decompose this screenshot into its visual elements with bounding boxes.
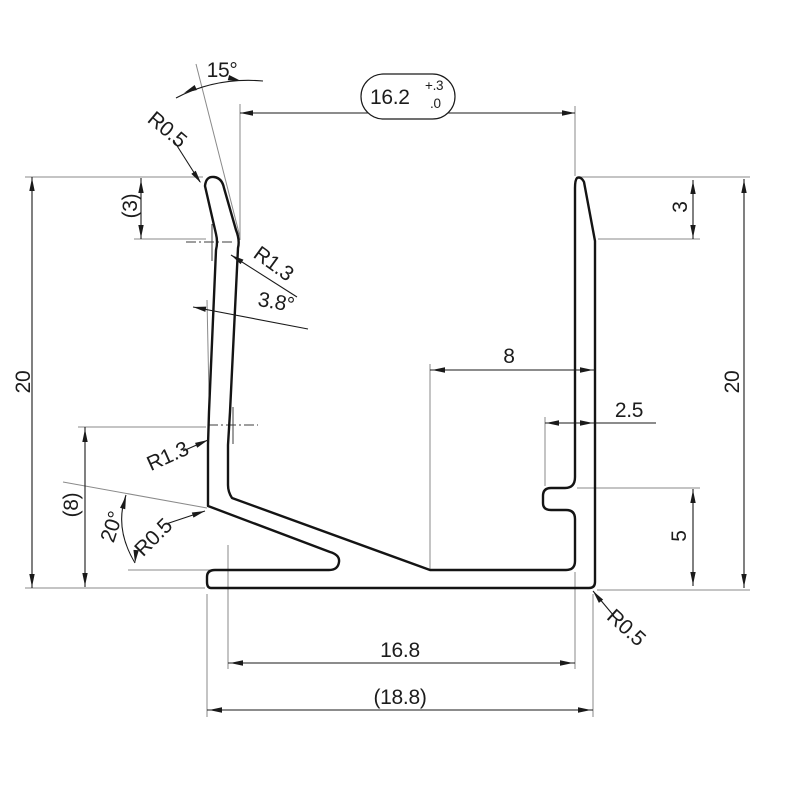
dim-width-16-2-tol-upper: +.3: [425, 78, 443, 93]
dim-height-3-right: 3: [669, 201, 692, 212]
dim-width-18-8-paren: (18.8): [373, 686, 426, 709]
profile-outline: [203, 175, 597, 590]
radius-callout-tip-left: R0.5: [143, 107, 191, 152]
dim-width-8: 8: [503, 345, 514, 368]
dim-angle-20: 20°: [96, 509, 127, 545]
dim-width-2-5: 2.5: [615, 399, 643, 422]
arrowheads: [29, 75, 747, 713]
dim-width-16-2: 16.2 +.3 .0: [360, 73, 456, 120]
dim-angle-15: 15°: [207, 59, 238, 82]
dim-width-16-2-tol-lower: .0: [430, 96, 441, 111]
dim-height-20-right: 20: [721, 371, 744, 394]
dim-angle-3-8: 3.8°: [256, 288, 296, 317]
dimension-labels: 15° R0.5 (3) R1.3 3.8° 20 R1.3 (8) 20° R…: [12, 59, 744, 709]
critical-dimension-frame: [360, 73, 456, 120]
dim-height-8-paren: (8): [60, 493, 83, 518]
radius-callout-bottom-right: R0.5: [602, 605, 649, 651]
dim-height-3-paren: (3): [119, 194, 142, 219]
radius-callout-kink-upper: R1.3: [249, 242, 297, 286]
extension-lines: [25, 63, 750, 717]
fillet-center-marks: [186, 224, 258, 444]
dim-height-20-left: 20: [12, 371, 35, 394]
dim-width-16-2-value: 16.2: [370, 86, 410, 109]
radius-callout-kink-lower: R1.3: [143, 437, 192, 476]
dim-width-16-8: 16.8: [380, 639, 420, 662]
dim-height-5-right: 5: [668, 530, 691, 541]
dimension-lines: [31, 79, 745, 711]
